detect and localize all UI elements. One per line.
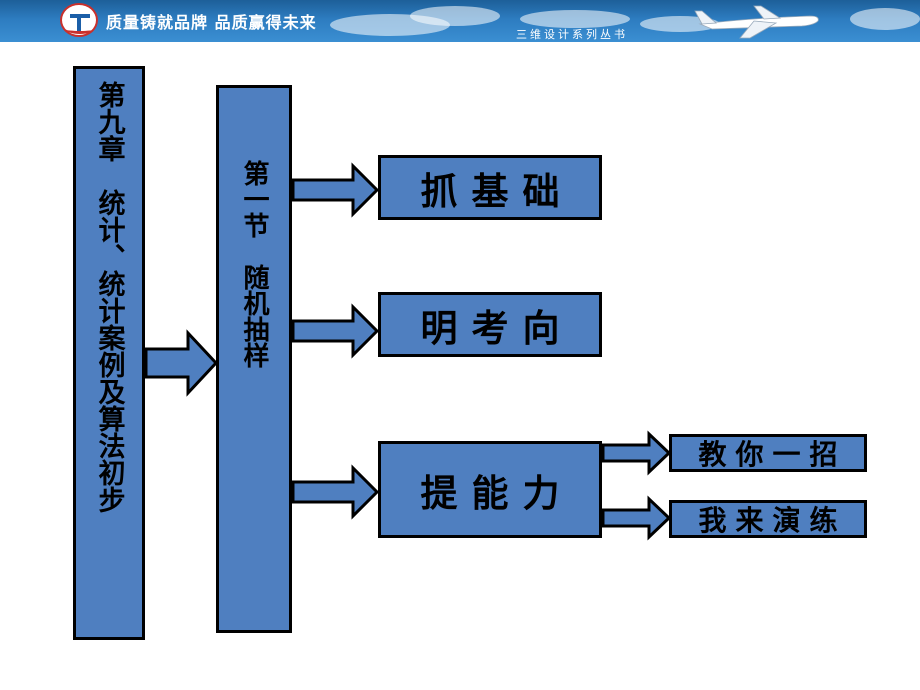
sub-label-practice: 我来演练 — [698, 504, 847, 537]
branch-label-basics: 抓基础 — [420, 168, 574, 213]
branch-box-exam: 明考向 — [378, 292, 602, 357]
series-title: 三维设计系列丛书 — [516, 28, 628, 41]
arrow-to-tip — [601, 430, 672, 476]
airplane-icon — [694, 5, 819, 39]
sub-box-tip: 教你一招 — [669, 434, 867, 472]
arrow-to-ability — [291, 464, 380, 520]
cloud-decoration — [520, 10, 630, 28]
sub-label-tip: 教你一招 — [698, 438, 847, 471]
section-box: 第一节 随机抽样 — [216, 85, 292, 633]
arrow-chapter-to-section — [144, 329, 219, 397]
branch-box-basics: 抓基础 — [378, 155, 602, 220]
section-title: 第一节 随机抽样 — [239, 160, 269, 368]
cloud-decoration — [410, 6, 500, 26]
arrow-to-basics — [291, 162, 380, 218]
chapter-box: 第九章 统计、统计案例及算法初步 — [73, 66, 145, 640]
branch-label-exam: 明考向 — [420, 305, 574, 350]
sub-box-practice: 我来演练 — [669, 500, 867, 538]
arrow-to-practice — [601, 495, 672, 541]
tc-logo-icon — [60, 3, 98, 37]
branch-box-ability: 提能力 — [378, 441, 602, 538]
header-slogan: 质量铸就品牌 品质赢得未来 — [106, 13, 317, 32]
branch-label-ability: 提能力 — [420, 470, 574, 515]
arrow-to-exam — [291, 303, 380, 359]
chapter-title: 第九章 统计、统计案例及算法初步 — [93, 81, 125, 513]
header-banner: 质量铸就品牌 品质赢得未来 三维设计系列丛书 — [0, 0, 920, 42]
cloud-decoration — [850, 8, 920, 30]
